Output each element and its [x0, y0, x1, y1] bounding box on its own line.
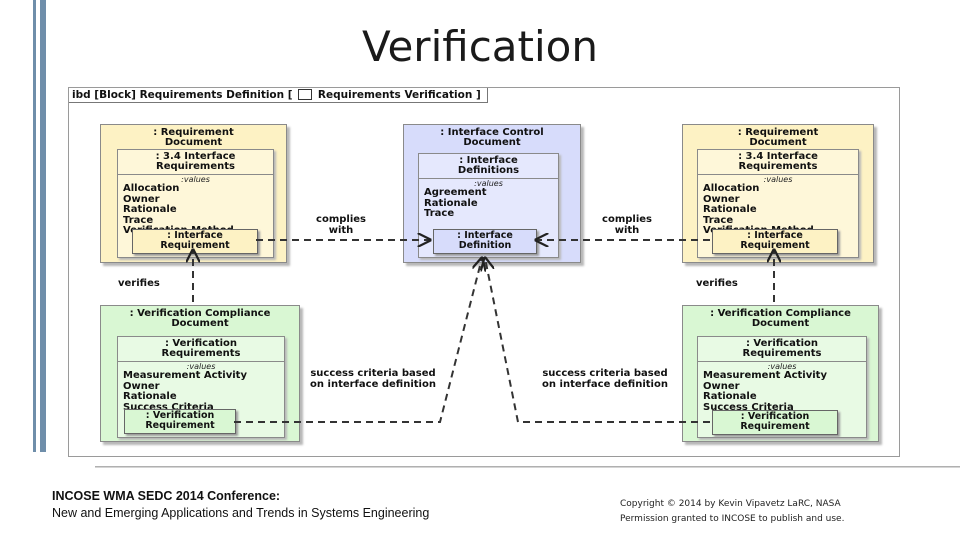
complies-with-label-right: complies with — [602, 214, 652, 236]
requirement-document-left[interactable]: : Requirement Document : 3.4 Interface R… — [100, 124, 287, 263]
footer-conference: INCOSE WMA SEDC 2014 Conference: New and… — [52, 488, 429, 522]
interface-definitions-part[interactable]: : Interface Definitions :values Agreemen… — [418, 153, 559, 258]
value-item: Rationale — [703, 204, 757, 215]
block-title: : Interface Control Document — [440, 127, 544, 148]
requirement-document-right[interactable]: : Requirement Document : 3.4 Interface R… — [682, 124, 874, 263]
conference-subtitle: New and Emerging Applications and Trends… — [52, 506, 430, 520]
part-title: : 3.4 Interface Requirements — [118, 152, 273, 175]
verification-requirements-part-left[interactable]: : Verification Requirements :values Meas… — [117, 336, 285, 438]
diagram-icon — [298, 88, 313, 100]
value-item: Rationale — [123, 204, 177, 215]
part-title: : 3.4 Interface Requirements — [698, 152, 858, 175]
value-item: Measurement Activity — [123, 370, 247, 381]
permission-text: Permission granted to INCOSE to publish … — [620, 514, 845, 524]
complies-with-label-left: complies with — [316, 214, 366, 236]
part-title: : Verification Requirements — [118, 339, 284, 362]
verification-requirement-port-right[interactable]: : Verification Requirement — [712, 410, 838, 435]
block-title: : Requirement Document — [153, 127, 234, 148]
interface-requirement-port-right[interactable]: : Interface Requirement — [712, 229, 838, 254]
values-label: :values — [474, 179, 503, 188]
footer-divider — [95, 466, 960, 468]
verifies-label-right: verifies — [696, 278, 738, 289]
verification-compliance-document-left[interactable]: : Verification Compliance Document : Ver… — [100, 305, 300, 442]
success-criteria-label-right: success criteria based on interface defi… — [542, 368, 668, 390]
slide-title: Verification — [362, 22, 598, 71]
value-item: Rationale — [424, 197, 478, 209]
value-item: Rationale — [703, 391, 757, 402]
values-label: :values — [767, 362, 797, 371]
block-title: : Requirement Document — [737, 127, 819, 148]
conference-name: INCOSE WMA SEDC 2014 Conference: — [52, 489, 281, 503]
verifies-label-left: verifies — [118, 278, 160, 289]
value-item: Measurement Activity — [703, 370, 827, 381]
part-title: : Verification Requirements — [698, 339, 866, 362]
verification-requirement-port-left[interactable]: : Verification Requirement — [124, 409, 236, 434]
verification-requirements-part-right[interactable]: : Verification Requirements :values Meas… — [697, 336, 867, 438]
frame-tab: ibd [Block] Requirements Definition [ Re… — [69, 88, 488, 103]
interface-requirements-part-left[interactable]: : 3.4 Interface Requirements :values All… — [117, 149, 274, 258]
interface-requirement-port-left[interactable]: : Interface Requirement — [132, 229, 258, 254]
value-item: Success Criteria — [123, 401, 214, 413]
value-item: Agreement — [424, 187, 487, 198]
value-item: Trace — [123, 214, 154, 226]
value-item: Trace — [424, 208, 455, 219]
accent-bar-inner — [40, 0, 46, 452]
success-criteria-label-left: success criteria based on interface defi… — [310, 368, 436, 390]
frame-tab-prefix: ibd [Block] Requirements Definition [ — [72, 89, 293, 101]
values-label: :values — [186, 362, 216, 371]
value-item: Success Criteria — [703, 401, 794, 413]
values-label: :values — [181, 175, 210, 184]
accent-bar-outer — [33, 0, 36, 452]
value-item: Owner — [123, 193, 160, 205]
block-title: : Verification Compliance Document — [129, 308, 271, 329]
value-item: Owner — [703, 380, 740, 392]
copyright-text: Copyright © 2014 by Kevin Vipavetz LaRC,… — [620, 499, 841, 509]
frame-tab-suffix: Requirements Verification ] — [317, 89, 481, 101]
values-label: :values — [763, 175, 793, 184]
verification-compliance-document-right[interactable]: : Verification Compliance Document : Ver… — [682, 305, 879, 442]
block-title: : Verification Compliance Document — [710, 308, 851, 329]
footer-copyright: Copyright © 2014 by Kevin Vipavetz LaRC,… — [620, 497, 844, 527]
value-item: Rationale — [123, 391, 177, 402]
interface-definition-port[interactable]: : Interface Definition — [433, 229, 537, 254]
value-item: Allocation — [123, 183, 180, 194]
value-item: Allocation — [703, 183, 760, 194]
value-item: Owner — [123, 380, 160, 392]
interface-control-document[interactable]: : Interface Control Document : Interface… — [403, 124, 581, 263]
interface-requirements-part-right[interactable]: : 3.4 Interface Requirements :values All… — [697, 149, 859, 258]
value-item: Trace — [703, 214, 734, 226]
part-title: : Interface Definitions — [419, 156, 558, 179]
value-item: Owner — [703, 193, 740, 205]
